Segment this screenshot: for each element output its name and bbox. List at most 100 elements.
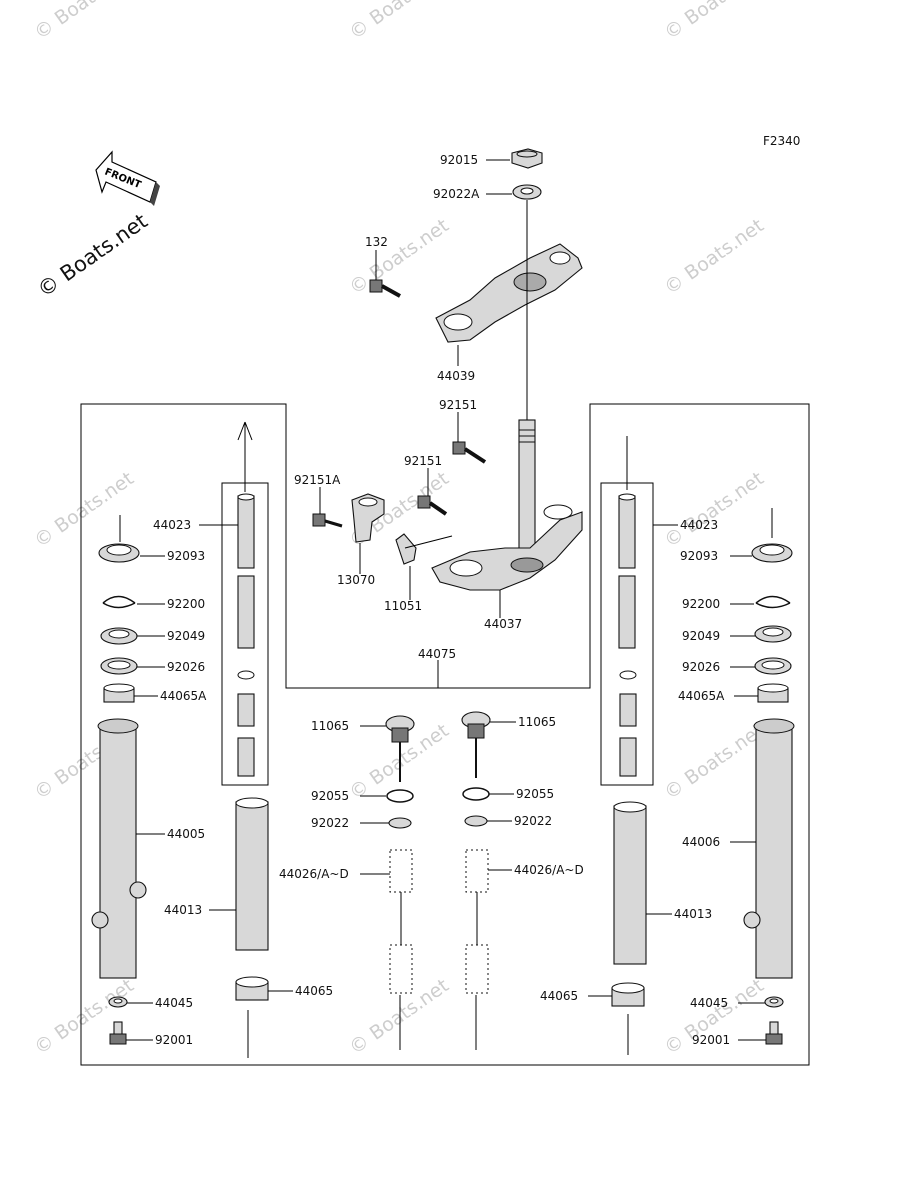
label-92151-mid: 92151	[404, 454, 442, 468]
label-11051: 11051	[384, 599, 422, 613]
bushing-44065-left	[235, 976, 269, 1058]
label-44006: 44006	[682, 835, 720, 849]
label-92151a: 92151A	[294, 473, 341, 487]
label-44039: 44039	[437, 369, 475, 383]
clamp-11051	[395, 533, 453, 565]
label-44065a-right: 44065A	[678, 689, 725, 703]
label-13070: 13070	[337, 573, 375, 587]
label-44013-right: 44013	[674, 907, 712, 921]
outer-tube-44006	[743, 718, 795, 979]
label-92049-right: 92049	[682, 629, 720, 643]
bolt-92001-left	[109, 1021, 127, 1045]
steering-stem	[518, 200, 536, 561]
label-44075: 44075	[418, 647, 456, 661]
fork-tube-44023-left	[237, 421, 255, 649]
watermark: © Boats.net	[345, 0, 453, 44]
watermark: © Boats.net	[30, 0, 138, 44]
label-92055-left: 92055	[311, 789, 349, 803]
washer-92026-right	[754, 657, 792, 675]
label-11065-left: 11065	[311, 719, 349, 733]
washer-92022-right	[464, 815, 488, 827]
label-92055-right: 92055	[516, 787, 554, 801]
washer-92026-left	[100, 657, 138, 675]
label-92022-right: 92022	[514, 814, 552, 828]
label-44065-right: 44065	[540, 989, 578, 1003]
fork-internals-left	[237, 670, 255, 777]
label-44065a-left: 44065A	[160, 689, 207, 703]
washer-92022-left	[388, 817, 412, 829]
label-44045-left: 44045	[155, 996, 193, 1010]
label-44023-right: 44023	[680, 518, 718, 532]
label-44037: 44037	[484, 617, 522, 631]
cap-92093-left	[98, 515, 140, 563]
fork-internals-right	[619, 670, 637, 777]
bolt-132	[369, 279, 401, 298]
label-132: 132	[365, 235, 388, 249]
spring-44026-right	[465, 849, 489, 1050]
watermark: © Boats.net	[660, 0, 768, 44]
assembly-frame	[80, 403, 810, 1066]
bolt-92151-mid	[417, 495, 448, 516]
label-44013-left: 44013	[164, 903, 202, 917]
watermark: © Boats.net	[660, 720, 768, 805]
label-44026-left: 44026/A~D	[279, 867, 349, 881]
inner-tube-44013-right	[613, 801, 647, 965]
watermark: © Boats.net	[345, 975, 453, 1060]
cap-92093-right	[751, 508, 793, 563]
seal-92049-left	[100, 627, 138, 645]
label-92200-left: 92200	[167, 597, 205, 611]
label-44045-right: 44045	[690, 996, 728, 1010]
washer-44045-left	[108, 996, 128, 1008]
label-92200-right: 92200	[682, 597, 720, 611]
washer-92022a	[512, 184, 542, 200]
fork-tube-44023-right	[618, 436, 636, 649]
bushing-44065a-left	[103, 683, 135, 703]
label-92001-left: 92001	[155, 1033, 193, 1047]
leader-lines	[126, 159, 766, 1041]
cartridge-11065-right	[461, 711, 491, 778]
watermark: © Boats.net	[30, 468, 138, 553]
watermark: © Boats.net	[30, 975, 138, 1060]
label-44005: 44005	[167, 827, 205, 841]
clip-92200-right	[755, 595, 791, 609]
front-arrow-icon: FRONT	[95, 150, 160, 206]
label-92093-right: 92093	[680, 549, 718, 563]
label-92015: 92015	[440, 153, 478, 167]
label-44026-right: 44026/A~D	[514, 863, 584, 877]
lower-bracket-44037	[431, 504, 583, 591]
watermark: © Boats.net	[660, 215, 768, 300]
label-92022-left: 92022	[311, 816, 349, 830]
label-92001-right: 92001	[692, 1033, 730, 1047]
label-92026-left: 92026	[167, 660, 205, 674]
label-44065-left: 44065	[295, 984, 333, 998]
clip-92200-left	[102, 595, 136, 609]
spring-44026-left	[389, 849, 413, 1050]
bolt-92151a	[312, 513, 343, 528]
watermark: © Boats.net	[345, 215, 453, 300]
label-44023-left: 44023	[153, 518, 191, 532]
bushing-44065a-right	[757, 683, 789, 703]
outer-tube-44005	[91, 718, 147, 979]
figure-code: F2340	[763, 134, 800, 148]
nut-92015	[511, 148, 543, 169]
seal-92049-right	[754, 625, 792, 643]
holder-13070	[351, 493, 385, 543]
label-92022a: 92022A	[433, 187, 480, 201]
label-92093-left: 92093	[167, 549, 205, 563]
label-92049-left: 92049	[167, 629, 205, 643]
washer-44045-right	[764, 996, 784, 1008]
label-11065-right: 11065	[518, 715, 556, 729]
bolt-92001-right	[765, 1021, 783, 1045]
watermark-layer: © Boats.net © Boats.net © Boats.net © Bo…	[30, 0, 768, 1059]
bolt-92151-top	[452, 441, 487, 464]
watermark: © Boats.net	[660, 468, 768, 553]
oring-92055-left	[386, 789, 414, 803]
inner-tube-44013-left	[235, 797, 269, 951]
label-92151-top: 92151	[439, 398, 477, 412]
cartridge-11065-left	[385, 715, 415, 782]
copyright-text: © Boats.net	[33, 209, 152, 302]
oring-92055-right	[462, 787, 490, 801]
part-labels: 92015 92022A 132 44039 92151 92151 92151…	[153, 153, 730, 1047]
bushing-44065-right	[611, 982, 645, 1055]
